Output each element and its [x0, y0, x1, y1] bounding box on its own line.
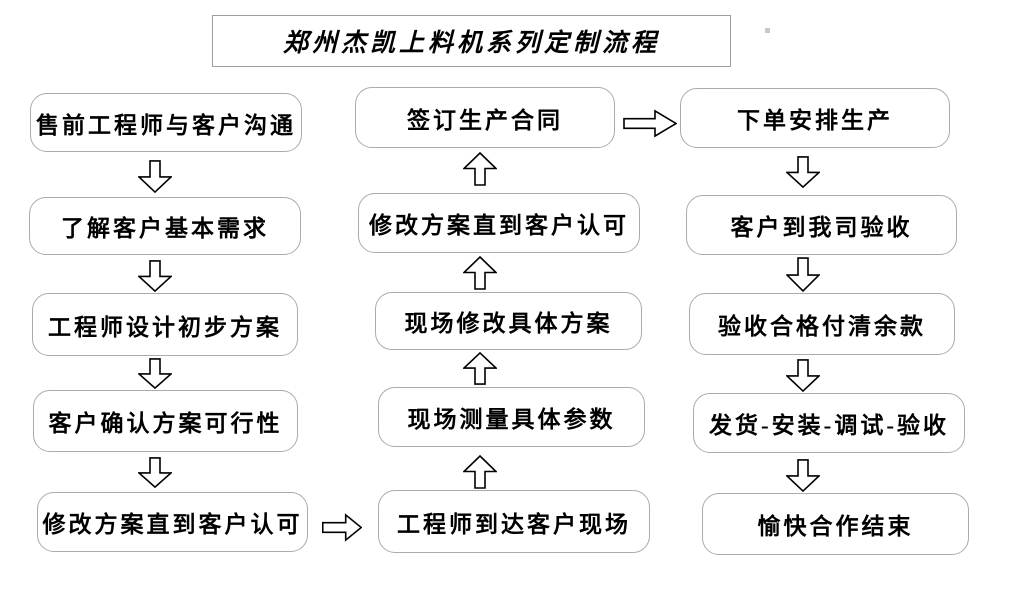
arrow-down-icon [138, 260, 172, 292]
arrow-down-icon [138, 160, 172, 193]
arrow-down-icon [786, 459, 820, 492]
arrow-down-icon [786, 359, 820, 392]
flow-node-middle-4: 现场测量具体参数 [378, 387, 645, 447]
flow-node-right-1: 下单安排生产 [680, 88, 950, 148]
arrow-up-icon [463, 352, 497, 385]
diagram-title: 郑州杰凯上料机系列定制流程 [282, 30, 660, 57]
arrow-right-icon [623, 109, 677, 138]
flow-node-right-4: 发货-安装-调试-验收 [693, 393, 965, 453]
flow-node-right-5: 愉快合作结束 [702, 493, 969, 555]
flow-node-middle-5: 工程师到达客户现场 [378, 490, 650, 553]
flow-node-left-3: 工程师设计初步方案 [32, 293, 298, 356]
arrow-up-icon [463, 152, 497, 186]
flow-node-right-3: 验收合格付清余款 [689, 293, 955, 355]
flow-node-left-1: 售前工程师与客户沟通 [30, 93, 302, 152]
arrow-up-icon [463, 455, 497, 489]
title-box: 郑州杰凯上料机系列定制流程 [212, 15, 731, 67]
arrow-right-icon [322, 513, 362, 542]
arrow-down-icon [138, 358, 172, 389]
flow-node-left-5: 修改方案直到客户认可 [37, 492, 308, 552]
flow-node-right-2: 客户到我司验收 [686, 195, 957, 255]
flow-node-left-2: 了解客户基本需求 [29, 197, 301, 255]
arrow-down-icon [786, 257, 820, 292]
flow-node-middle-2: 修改方案直到客户认可 [358, 193, 640, 253]
anchor-dot [765, 28, 770, 33]
flow-node-middle-1: 签订生产合同 [355, 87, 615, 148]
arrow-down-icon [138, 457, 172, 488]
flow-node-left-4: 客户确认方案可行性 [33, 390, 298, 452]
flow-node-middle-3: 现场修改具体方案 [375, 292, 642, 350]
arrow-down-icon [786, 156, 820, 188]
arrow-up-icon [463, 256, 497, 290]
